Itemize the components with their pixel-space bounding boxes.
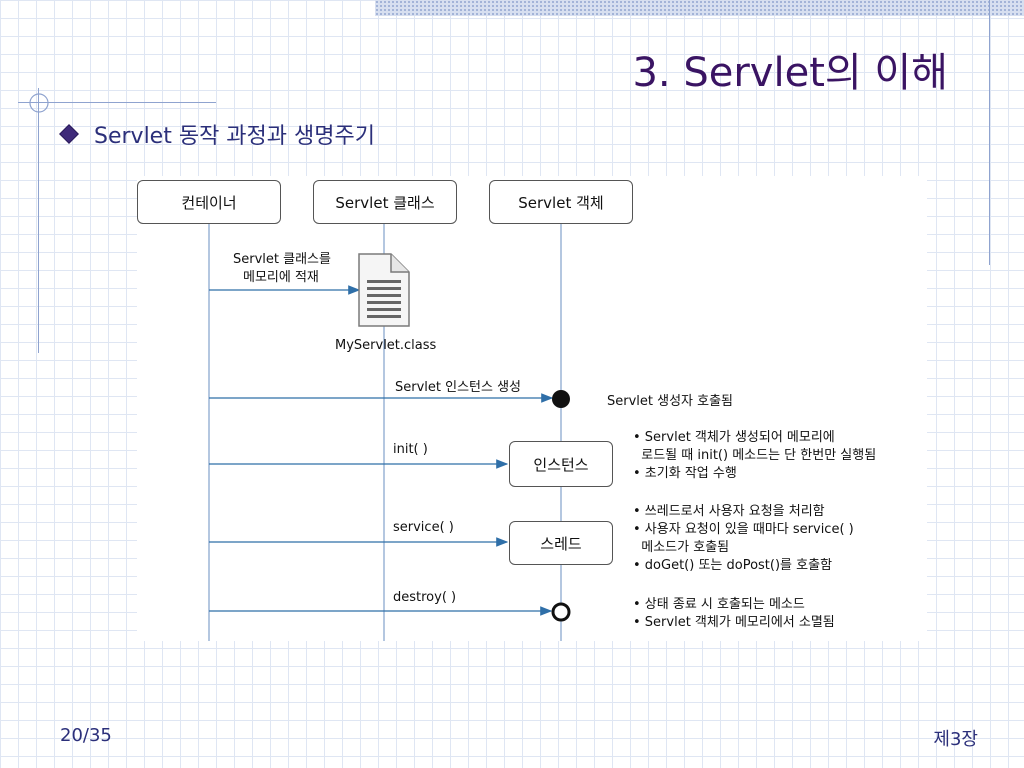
bullet-item: Servlet 동작 과정과 생명주기 bbox=[59, 118, 375, 150]
service-note-1: • 쓰레드로서 사용자 요청을 처리함 bbox=[633, 504, 825, 519]
bullet-text: Servlet 동작 과정과 생명주기 bbox=[94, 124, 375, 149]
init-note-1: • Servlet 객체가 생성되어 메모리에 bbox=[633, 430, 835, 445]
service-note-2: • 사용자 요청이 있을 때마다 service( ) bbox=[633, 522, 854, 537]
init-note-3: • 초기화 작업 수행 bbox=[633, 466, 737, 481]
init-note-2: 로드될 때 init() 메소드는 단 한번만 실행됨 bbox=[633, 448, 877, 463]
crosshair-ornament bbox=[29, 93, 49, 113]
class-file-label: MyServlet.class bbox=[335, 338, 437, 353]
right-vertical-line bbox=[989, 0, 990, 265]
constructor-note: Servlet 생성자 호출됨 bbox=[607, 394, 734, 409]
chapter-label: 제3장 bbox=[933, 729, 978, 750]
service-notes: • 쓰레드로서 사용자 요청을 처리함 • 사용자 요청이 있을 때마다 ser… bbox=[633, 503, 854, 575]
slide-title: 3. Servlet의 이해 bbox=[632, 50, 948, 96]
left-vertical-line bbox=[38, 88, 39, 353]
servlet-object-lifeline-box: Servlet 객체 bbox=[489, 180, 633, 224]
load-message-line1: Servlet 클래스를 bbox=[233, 252, 331, 267]
service-note-4: • doGet() 또는 doPost()를 호출함 bbox=[633, 558, 833, 573]
create-message-label: Servlet 인스턴스 생성 bbox=[395, 380, 522, 395]
init-notes: • Servlet 객체가 생성되어 메모리에 로드될 때 init() 메소드… bbox=[633, 429, 876, 483]
destroy-notes: • 상태 종료 시 호출되는 메소드 • Servlet 객체가 메모리에서 소… bbox=[633, 596, 835, 632]
destroy-note-1: • 상태 종료 시 호출되는 메소드 bbox=[633, 597, 805, 612]
instance-box: 인스턴스 bbox=[509, 441, 613, 487]
lifecycle-diagram: 컨테이너 Servlet 클래스 Servlet 객체 Servlet 클래스를… bbox=[137, 176, 927, 641]
thread-box: 스레드 bbox=[509, 521, 613, 565]
service-message-label: service( ) bbox=[393, 520, 454, 535]
destroy-end-marker bbox=[551, 602, 571, 622]
class-file-icon bbox=[358, 253, 410, 327]
diagram-lines bbox=[208, 224, 571, 641]
servlet-class-lifeline-box: Servlet 클래스 bbox=[313, 180, 457, 224]
destroy-message-label: destroy( ) bbox=[393, 590, 457, 605]
diamond-bullet-icon bbox=[59, 124, 79, 144]
top-decorative-band bbox=[375, 0, 1024, 16]
init-message-label: init( ) bbox=[393, 442, 428, 457]
header-horizontal-line bbox=[18, 102, 216, 103]
instance-created-marker bbox=[552, 390, 570, 408]
destroy-note-2: • Servlet 객체가 메모리에서 소멸됨 bbox=[633, 615, 835, 630]
service-note-3: 메소드가 호출됨 bbox=[633, 540, 730, 555]
page-number: 20/35 bbox=[60, 725, 112, 746]
container-lifeline-box: 컨테이너 bbox=[137, 180, 281, 224]
load-message-line2: 메모리에 적재 bbox=[243, 270, 319, 285]
